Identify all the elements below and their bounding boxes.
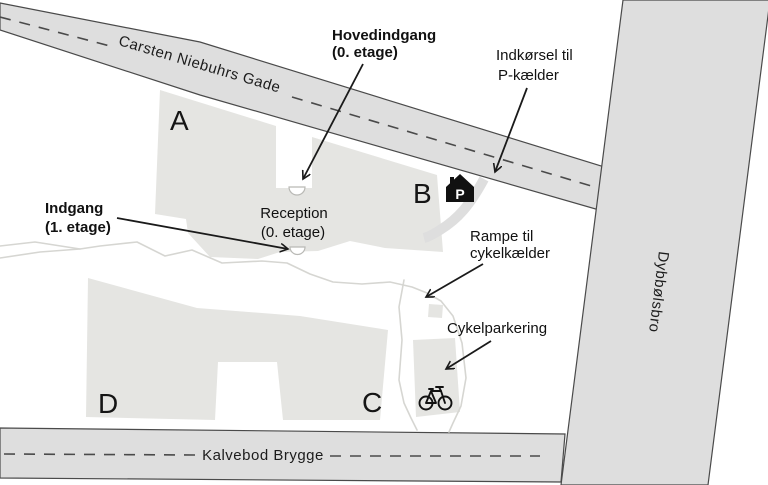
bridge-dybbolsbro: Dybbølsbro (560, 0, 768, 485)
label-indkorsel-line2: P-kælder (498, 67, 559, 84)
building-label-b: B (413, 178, 432, 209)
label-rampe-line1: Rampe til (470, 228, 533, 245)
label-hovedindgang-line2: (0. etage) (332, 44, 398, 61)
ramp-structure (428, 304, 443, 318)
label-reception-line2: (0. etage) (261, 224, 325, 241)
street-label-kalvebod: Kalvebod Brygge (202, 447, 324, 464)
road-centerline (291, 96, 626, 197)
bicycle-icon (418, 386, 453, 411)
building-label-a: A (170, 105, 189, 136)
label-indgang-line1: Indgang (45, 200, 103, 217)
building-a-b (155, 90, 443, 259)
arrow-hovedindgang (303, 63, 364, 179)
footpath (0, 241, 467, 433)
door-arc-first-floor-entrance (289, 246, 306, 256)
label-indgang-line2: (1. etage) (45, 219, 111, 236)
label-hovedindgang-line1: Hovedindgang (332, 27, 436, 44)
label-reception-line1: Reception (260, 205, 328, 222)
parking-icon-letter: P (455, 186, 464, 202)
building-label-d: D (98, 388, 118, 419)
label-rampe-line2: cykelkælder (470, 245, 550, 262)
buildings (86, 90, 460, 420)
parking-icon: P (446, 174, 474, 202)
arrow-rampe (426, 263, 484, 297)
label-indkorsel-line1: Indkørsel til (496, 47, 573, 64)
building-label-c: C (362, 387, 382, 418)
arrow-indkorsel (495, 87, 528, 172)
building-d-c (86, 278, 388, 420)
door-arc-main-entrance (288, 186, 306, 196)
label-cykelparkering: Cykelparkering (447, 320, 547, 337)
annotation-arrows (116, 63, 528, 369)
arrow-indgang (116, 217, 288, 249)
arrow-cykelparkering (446, 340, 492, 369)
annotation-labels: Hovedindgang (0. etage) Indkørsel til P-… (45, 27, 573, 337)
road-kalvebod-brygge: Kalvebod Brygge (0, 427, 566, 483)
road-centerline (3, 453, 197, 456)
